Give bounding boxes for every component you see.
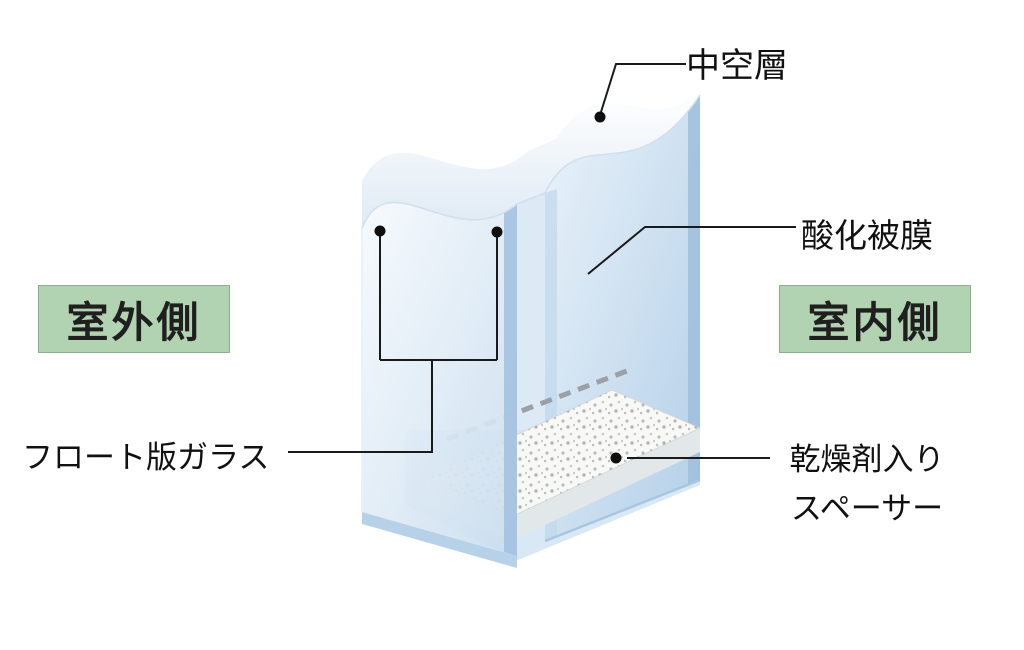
seal-dashed-line [446, 368, 628, 442]
label-desiccant-line1: 乾燥剤入り [789, 442, 945, 478]
label-desiccant-line2: スペーサー [790, 491, 944, 527]
leader-hollow-layer [600, 63, 686, 113]
leader-oxide-film [587, 226, 796, 275]
dot-hollow-layer [594, 111, 606, 123]
label-hollow-layer: 中空層 [686, 46, 788, 86]
dot-desiccant [610, 452, 622, 464]
dot-float-glass-back [491, 226, 503, 238]
dot-float-glass-front [374, 225, 386, 237]
front-glass-pane [361, 202, 517, 568]
label-float-glass: フロート版ガラス [22, 440, 270, 476]
wave-cut-ribbon [361, 90, 701, 229]
indoor-side-badge: 室内側 [779, 285, 971, 353]
outdoor-side-label: 室外側 [66, 297, 202, 347]
label-desiccant-spacer: 乾燥剤入り スペーサー [752, 436, 982, 534]
leader-lines [288, 63, 796, 459]
label-oxide-film: 酸化被膜 [801, 216, 933, 255]
outdoor-side-badge: 室外側 [38, 285, 230, 353]
pointer-dots [374, 111, 622, 464]
leader-float-glass [288, 235, 498, 453]
air-gap [517, 193, 545, 448]
indoor-side-label: 室内側 [807, 297, 943, 347]
